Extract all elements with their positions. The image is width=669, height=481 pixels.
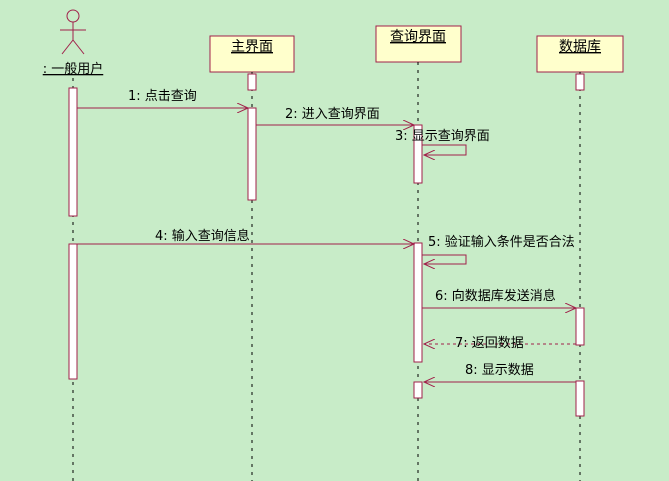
actor-icon (60, 9, 86, 55)
activation-main-0 (247, 73, 257, 91)
message-5-arrow (422, 254, 467, 264)
object-db-box: 数据库 (536, 35, 624, 73)
activation-db-2 (575, 380, 585, 417)
actor-label: : 一般用户 (43, 61, 104, 77)
activation-query-3 (413, 381, 423, 399)
activation-query-1 (413, 124, 423, 184)
activation-user-2 (68, 243, 78, 380)
activation-main-1 (247, 107, 257, 201)
message-8-label: 8: 显示数据 (465, 363, 534, 378)
object-query-box: 查询界面 (375, 25, 462, 63)
message-3-label: 3: 显示查询界面 (395, 129, 490, 144)
object-query-label: 查询界面 (390, 29, 446, 45)
activation-query-2 (413, 242, 423, 363)
object-main-box: 主界面 (209, 35, 295, 73)
object-db-label: 数据库 (559, 39, 601, 55)
message-4-label: 4: 输入查询信息 (155, 228, 250, 244)
message-6-label: 6: 向数据库发送消息 (435, 288, 556, 304)
message-3-arrow (422, 144, 467, 155)
actor-user: : 一般用户 (43, 9, 104, 77)
message-2-label: 2: 进入查询界面 (285, 107, 380, 122)
message-5-label: 5: 验证输入条件是否合法 (428, 234, 575, 250)
activation-user-1 (68, 87, 78, 217)
message-1-label: 1: 点击查询 (128, 89, 197, 104)
object-main-label: 主界面 (231, 39, 273, 55)
activation-db-1 (575, 307, 585, 346)
message-7-label: 7: 返回数据 (455, 336, 524, 351)
activation-db-0 (575, 73, 585, 91)
